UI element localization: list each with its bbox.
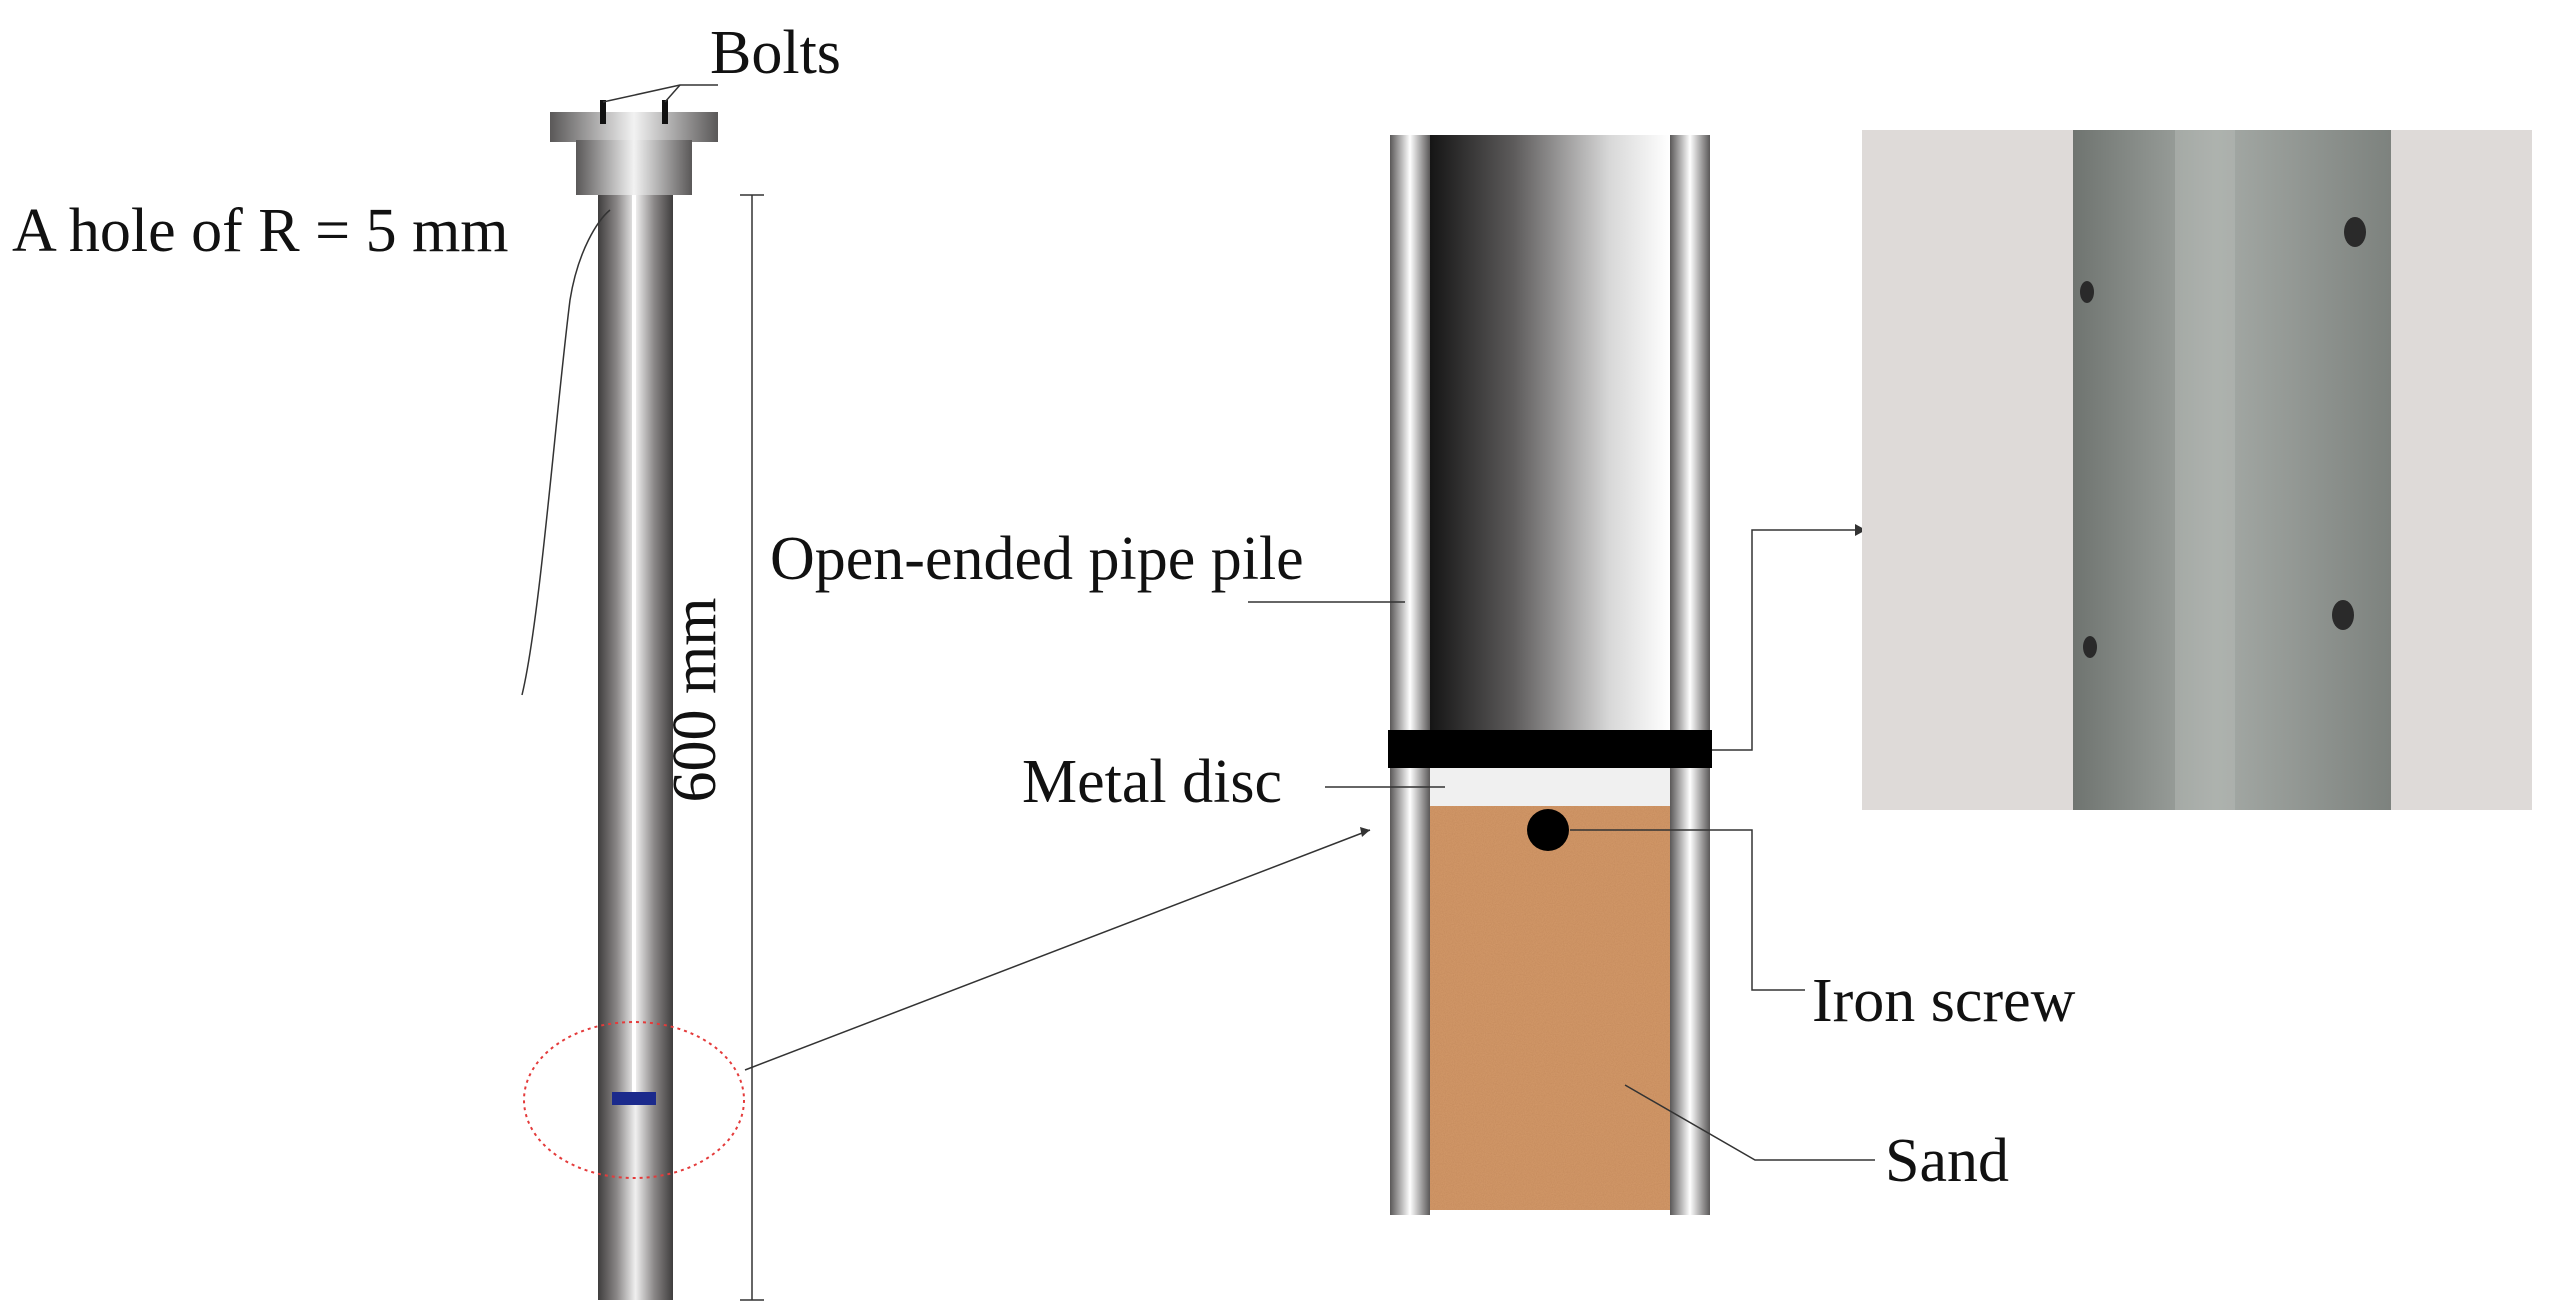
photo-pipe: [2073, 130, 2391, 810]
bolts-label: Bolts: [710, 19, 841, 87]
iron-screw: [1527, 809, 1569, 851]
pipe-photo: [1862, 130, 2532, 810]
detail-circle: [523, 1021, 745, 1179]
pile-cap: [550, 112, 718, 142]
bolt-right: [662, 100, 668, 124]
sand-label: Sand: [1885, 1127, 2009, 1195]
detail-connector: [744, 829, 1371, 1071]
bolt-left: [600, 100, 606, 124]
photo-hole-2: [2080, 281, 2094, 303]
bolts-leader-2: [664, 84, 681, 103]
bolts-leader: [602, 84, 718, 103]
detail-arrow: [1360, 827, 1370, 837]
section-wall-right: [1670, 135, 1710, 1215]
hole-label: A hole of R = 5 mm: [12, 197, 509, 265]
hole-marker: [612, 1092, 656, 1105]
pile-label: Open-ended pipe pile: [770, 525, 1304, 593]
photo-hole-4: [2083, 636, 2097, 658]
photo-hole-1: [2344, 217, 2366, 247]
length-dimension-label: 600 mm: [661, 597, 729, 803]
disc-to-photo-leader: [1712, 529, 1855, 751]
photo-hole-3: [2332, 600, 2354, 630]
screw-leader: [1570, 829, 1805, 991]
metal-disc: [1388, 730, 1712, 768]
left-leaders: [521, 84, 1371, 1301]
section-inner-top: [1430, 135, 1670, 735]
model-pile: [523, 100, 745, 1300]
photo-arrow: [1855, 524, 1866, 536]
sand-fill: [1430, 806, 1670, 1210]
section-wall-left: [1390, 135, 1430, 1215]
air-gap: [1430, 768, 1670, 806]
hole-leader: [521, 209, 611, 696]
iron-screw-label: Iron screw: [1812, 967, 2076, 1035]
section-leaders: [1248, 529, 1875, 1161]
photo-pipe-highlight: [2175, 130, 2235, 810]
pile-section: [1388, 135, 1712, 1215]
metal-disc-label: Metal disc: [1022, 748, 1282, 816]
sand-leader: [1624, 1084, 1875, 1161]
pile-cap-collar: [576, 140, 692, 195]
